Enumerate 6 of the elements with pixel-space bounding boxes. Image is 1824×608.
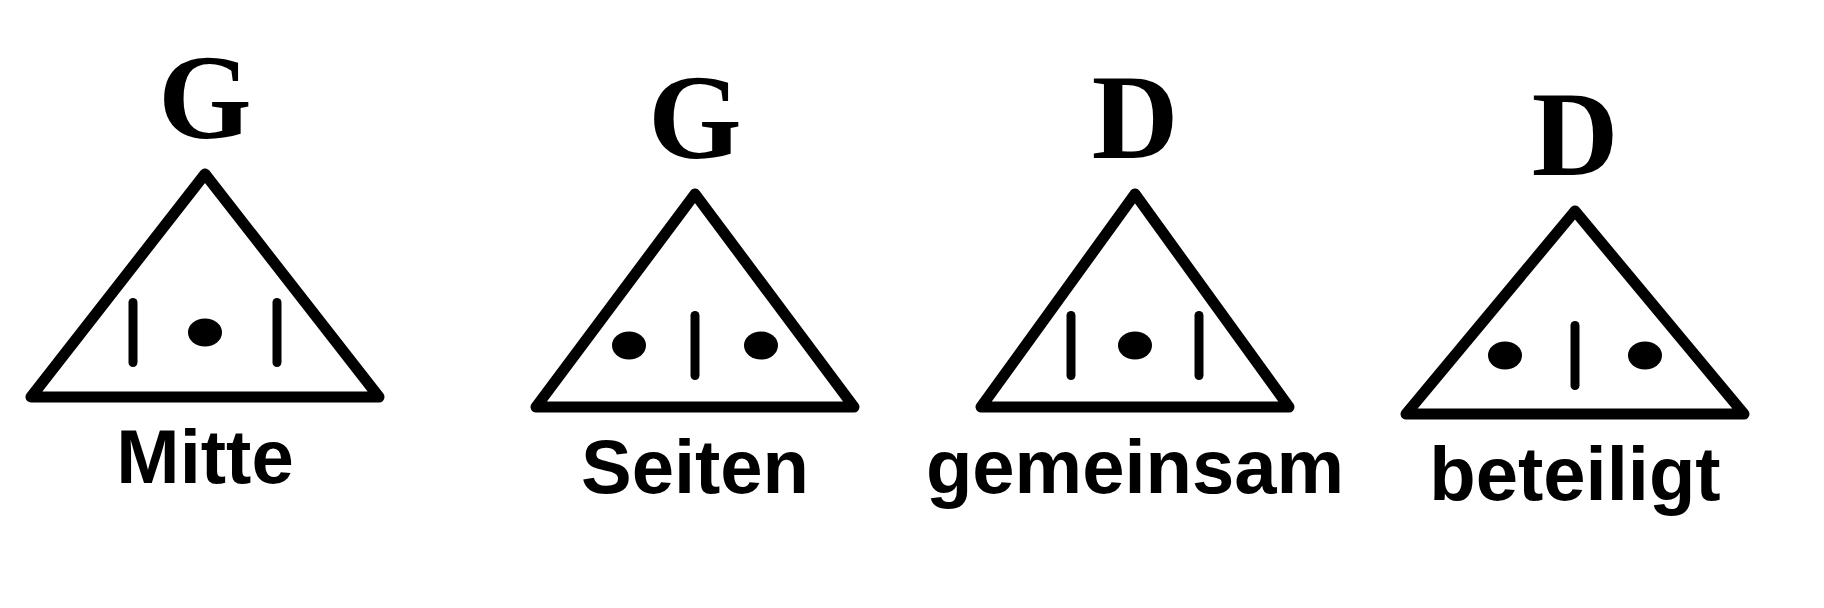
letter-label: G (648, 58, 742, 186)
letter-label: G (158, 38, 252, 166)
word-label: Mitte (116, 419, 294, 495)
letter-label: D (1091, 58, 1179, 186)
letter-label: D (1531, 75, 1619, 203)
word-label: Seiten (580, 429, 810, 505)
